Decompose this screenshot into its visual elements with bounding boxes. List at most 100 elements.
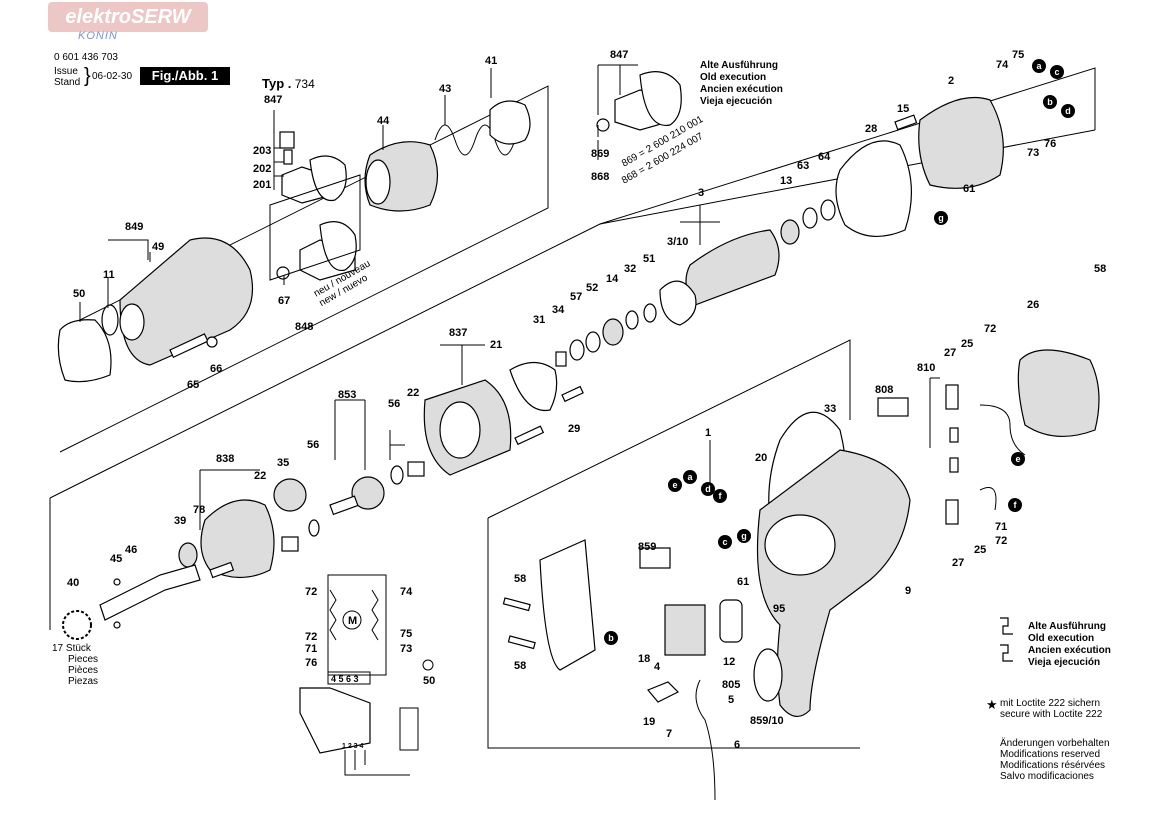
connector-d-switch: [701, 482, 715, 496]
note-line: Alte Ausführung: [700, 60, 778, 71]
spring-202: [283, 149, 293, 165]
label-46: 46: [125, 544, 137, 556]
motor-symbol: [342, 610, 362, 630]
schematic-leads: [344, 750, 410, 776]
label-43: 43: [439, 83, 451, 95]
connector-b-top: [1043, 95, 1057, 109]
note-line: Old execution: [1028, 633, 1095, 644]
label-859: 859: [638, 541, 656, 553]
switch-schematic: [299, 687, 371, 754]
connector-b-switch-text: b: [608, 633, 614, 643]
brush-holder-27a: [945, 384, 959, 410]
ring-32: [625, 310, 639, 330]
label-67: 67: [278, 295, 290, 307]
label-805: 805: [722, 679, 740, 691]
label-w75: 75: [400, 628, 412, 640]
note-line: Modifications reserved: [1000, 749, 1101, 760]
terminal-strip: [327, 671, 371, 685]
connector-e-switch-text: e: [672, 480, 677, 490]
connector-d-switch-text: d: [705, 484, 711, 494]
label-w72b: 72: [305, 631, 317, 643]
label-849: 849: [125, 221, 143, 233]
label-w71: 71: [305, 643, 317, 655]
label-65: 65: [187, 379, 199, 391]
issue-date: 06-02-30: [92, 71, 133, 82]
ground-symbol: [422, 659, 434, 671]
armature-fan-310: [659, 280, 697, 326]
handle-shell-1: [539, 539, 596, 671]
connector-f-right: [1008, 498, 1022, 512]
pin-78: [209, 561, 235, 579]
note-line: Ancien exécution: [1028, 645, 1111, 656]
old-anvil-group: [596, 71, 682, 132]
connector-f-switch: [713, 489, 727, 503]
typ-value: 734: [294, 77, 315, 91]
label-19: 19: [643, 716, 655, 728]
label-71: 71: [995, 521, 1007, 533]
label-w72a: 72: [305, 586, 317, 598]
label-w74: 74: [400, 586, 413, 598]
pin-21: [514, 425, 545, 446]
rubber-sleeve-50: [57, 319, 112, 383]
variant-note-right: Alte Ausführung Old execution Ancien exé…: [1028, 621, 1111, 669]
label-95: 95: [773, 603, 785, 615]
note-line: 17 Stück: [52, 643, 91, 654]
spindle-46: [99, 564, 201, 621]
ring-63: [802, 207, 818, 229]
label-201: 201: [253, 179, 271, 191]
gear-plate-838: [200, 499, 275, 579]
note-line: Modifications résérvées: [1000, 760, 1106, 771]
note-line: Salvo modificaciones: [1000, 771, 1094, 782]
label-57: 57: [570, 291, 582, 303]
label-76: 76: [1044, 138, 1056, 150]
bracket-853: [334, 399, 366, 470]
connector-c-switch-text: c: [722, 537, 727, 547]
label-29: 29: [568, 423, 580, 435]
label-terminal: 4 5 6 3: [331, 674, 359, 684]
connector-c-top-text: c: [1054, 67, 1059, 77]
wire-72b: [979, 487, 997, 511]
gear-853: [351, 476, 385, 510]
carbon-brush-810a: [949, 427, 959, 443]
label-20: 20: [755, 452, 767, 464]
bushing-34: [555, 351, 567, 367]
washer-52: [585, 331, 601, 353]
spring-29: [561, 385, 584, 403]
connector-d-top-text: d: [1065, 106, 1071, 116]
label-44: 44: [377, 115, 390, 127]
star-icon: ★: [986, 697, 998, 712]
screw-15: [894, 114, 918, 131]
label-11: 11: [103, 269, 115, 281]
connector-g-switch: [737, 529, 751, 543]
connector-e-right: [1011, 452, 1025, 466]
panel-frame-lower-bottom: [487, 518, 860, 749]
figure-label: Fig./Abb. 1: [140, 67, 230, 85]
fan-baffle-28: [835, 140, 912, 238]
connector-g-switch-text: g: [741, 531, 747, 541]
hammer-assembly: [57, 100, 531, 383]
label-34: 34: [552, 304, 565, 316]
label-27-low: 27: [952, 557, 964, 569]
label-50: 50: [73, 288, 85, 300]
housing-opening: [764, 514, 836, 576]
connector-markers: a c b d g e f e a d f c g b: [604, 59, 1075, 645]
label-motor: M: [348, 615, 357, 627]
label-9: 9: [905, 585, 911, 597]
motor-group: [509, 96, 1004, 412]
note-line: Alte Ausführung: [1028, 621, 1106, 632]
wire-72a: [979, 404, 1026, 456]
connector-d-top: [1061, 104, 1075, 118]
label-859-10: 859/10: [750, 715, 784, 727]
switch-4: [664, 604, 706, 656]
washer-66: [206, 336, 218, 348]
screw-58b: [502, 597, 531, 612]
label-35: 35: [277, 457, 289, 469]
label-847-old: 847: [610, 49, 628, 61]
label-61-low: 61: [737, 576, 749, 588]
label-12: 12: [723, 656, 735, 668]
bearing-39: [178, 542, 198, 568]
label-4: 4: [654, 661, 661, 673]
anvil-848-flange: [319, 221, 357, 272]
label-15: 15: [897, 103, 909, 115]
